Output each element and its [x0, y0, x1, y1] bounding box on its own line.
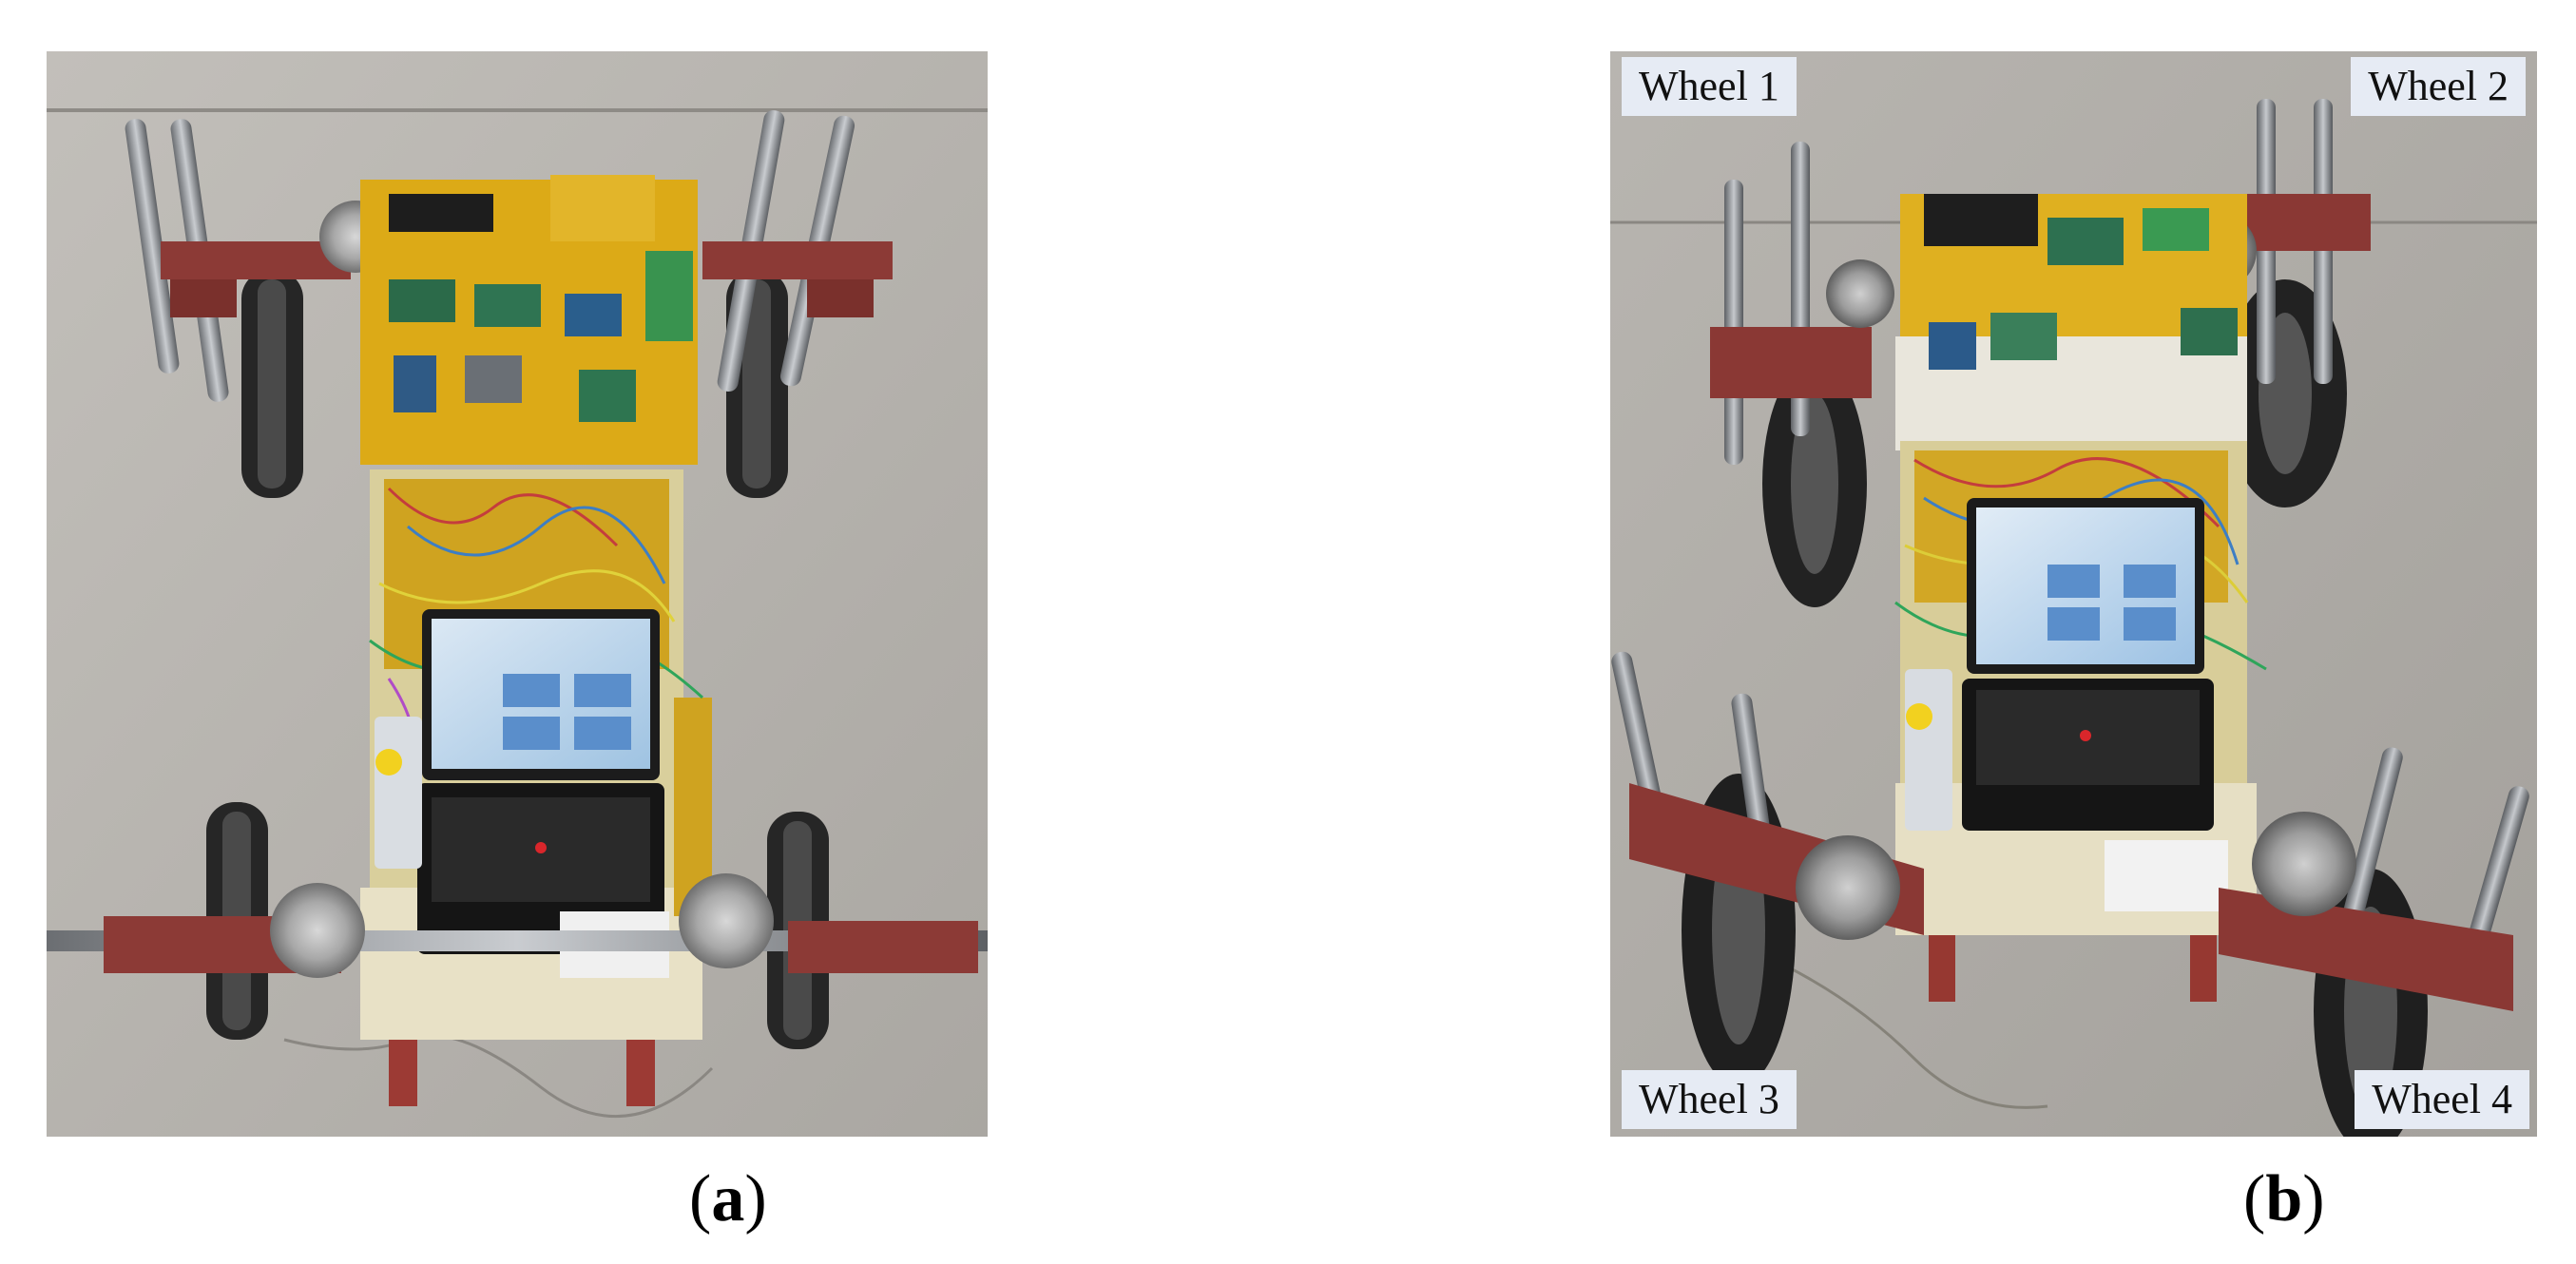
robot-top-view-photo [47, 51, 988, 1137]
motor-hub-front-right [2252, 812, 2356, 916]
floor-crack [1780, 962, 2048, 1109]
caption-b: (b) [2243, 1162, 2325, 1235]
photo-panel-b: Wheel 1 Wheel 2 Wheel 3 Wheel 4 [1610, 51, 2537, 1137]
robot-perspective-photo [1610, 51, 2537, 1137]
rear-leg-left [389, 1040, 417, 1106]
front-leg-left [1929, 935, 1955, 1002]
emergency-stop-button [1906, 703, 1932, 730]
motor-hub-rear-right [679, 873, 774, 968]
photo-panel-a [47, 51, 988, 1137]
front-leg-right [2190, 935, 2217, 1002]
front-frame-brackets [161, 241, 893, 317]
motor-hub-back-left [1826, 259, 1894, 328]
wheel-2-label: Wheel 2 [2351, 57, 2526, 116]
emergency-stop-button [375, 749, 402, 776]
control-board-upper [1895, 194, 2247, 450]
motor-hub-rear-left [270, 883, 365, 978]
wheel-3-label: Wheel 3 [1622, 1070, 1797, 1129]
remote-controller [375, 717, 422, 869]
rear-leg-right [626, 1040, 655, 1106]
remote-controller [1905, 669, 1952, 831]
junction-box [2105, 840, 2228, 911]
motor-hub-front-left [1796, 835, 1900, 940]
laptop [417, 609, 664, 954]
wheel-4-label: Wheel 4 [2355, 1070, 2529, 1129]
wheel-1-label: Wheel 1 [1622, 57, 1797, 116]
laptop [1962, 498, 2214, 831]
wheel-front-left [241, 270, 303, 498]
wheel-back-left [1762, 360, 1867, 607]
caption-a: (a) [689, 1162, 767, 1235]
back-frame-brackets [1710, 194, 2371, 398]
floor-crack [283, 1034, 714, 1118]
control-board-upper [360, 175, 698, 465]
